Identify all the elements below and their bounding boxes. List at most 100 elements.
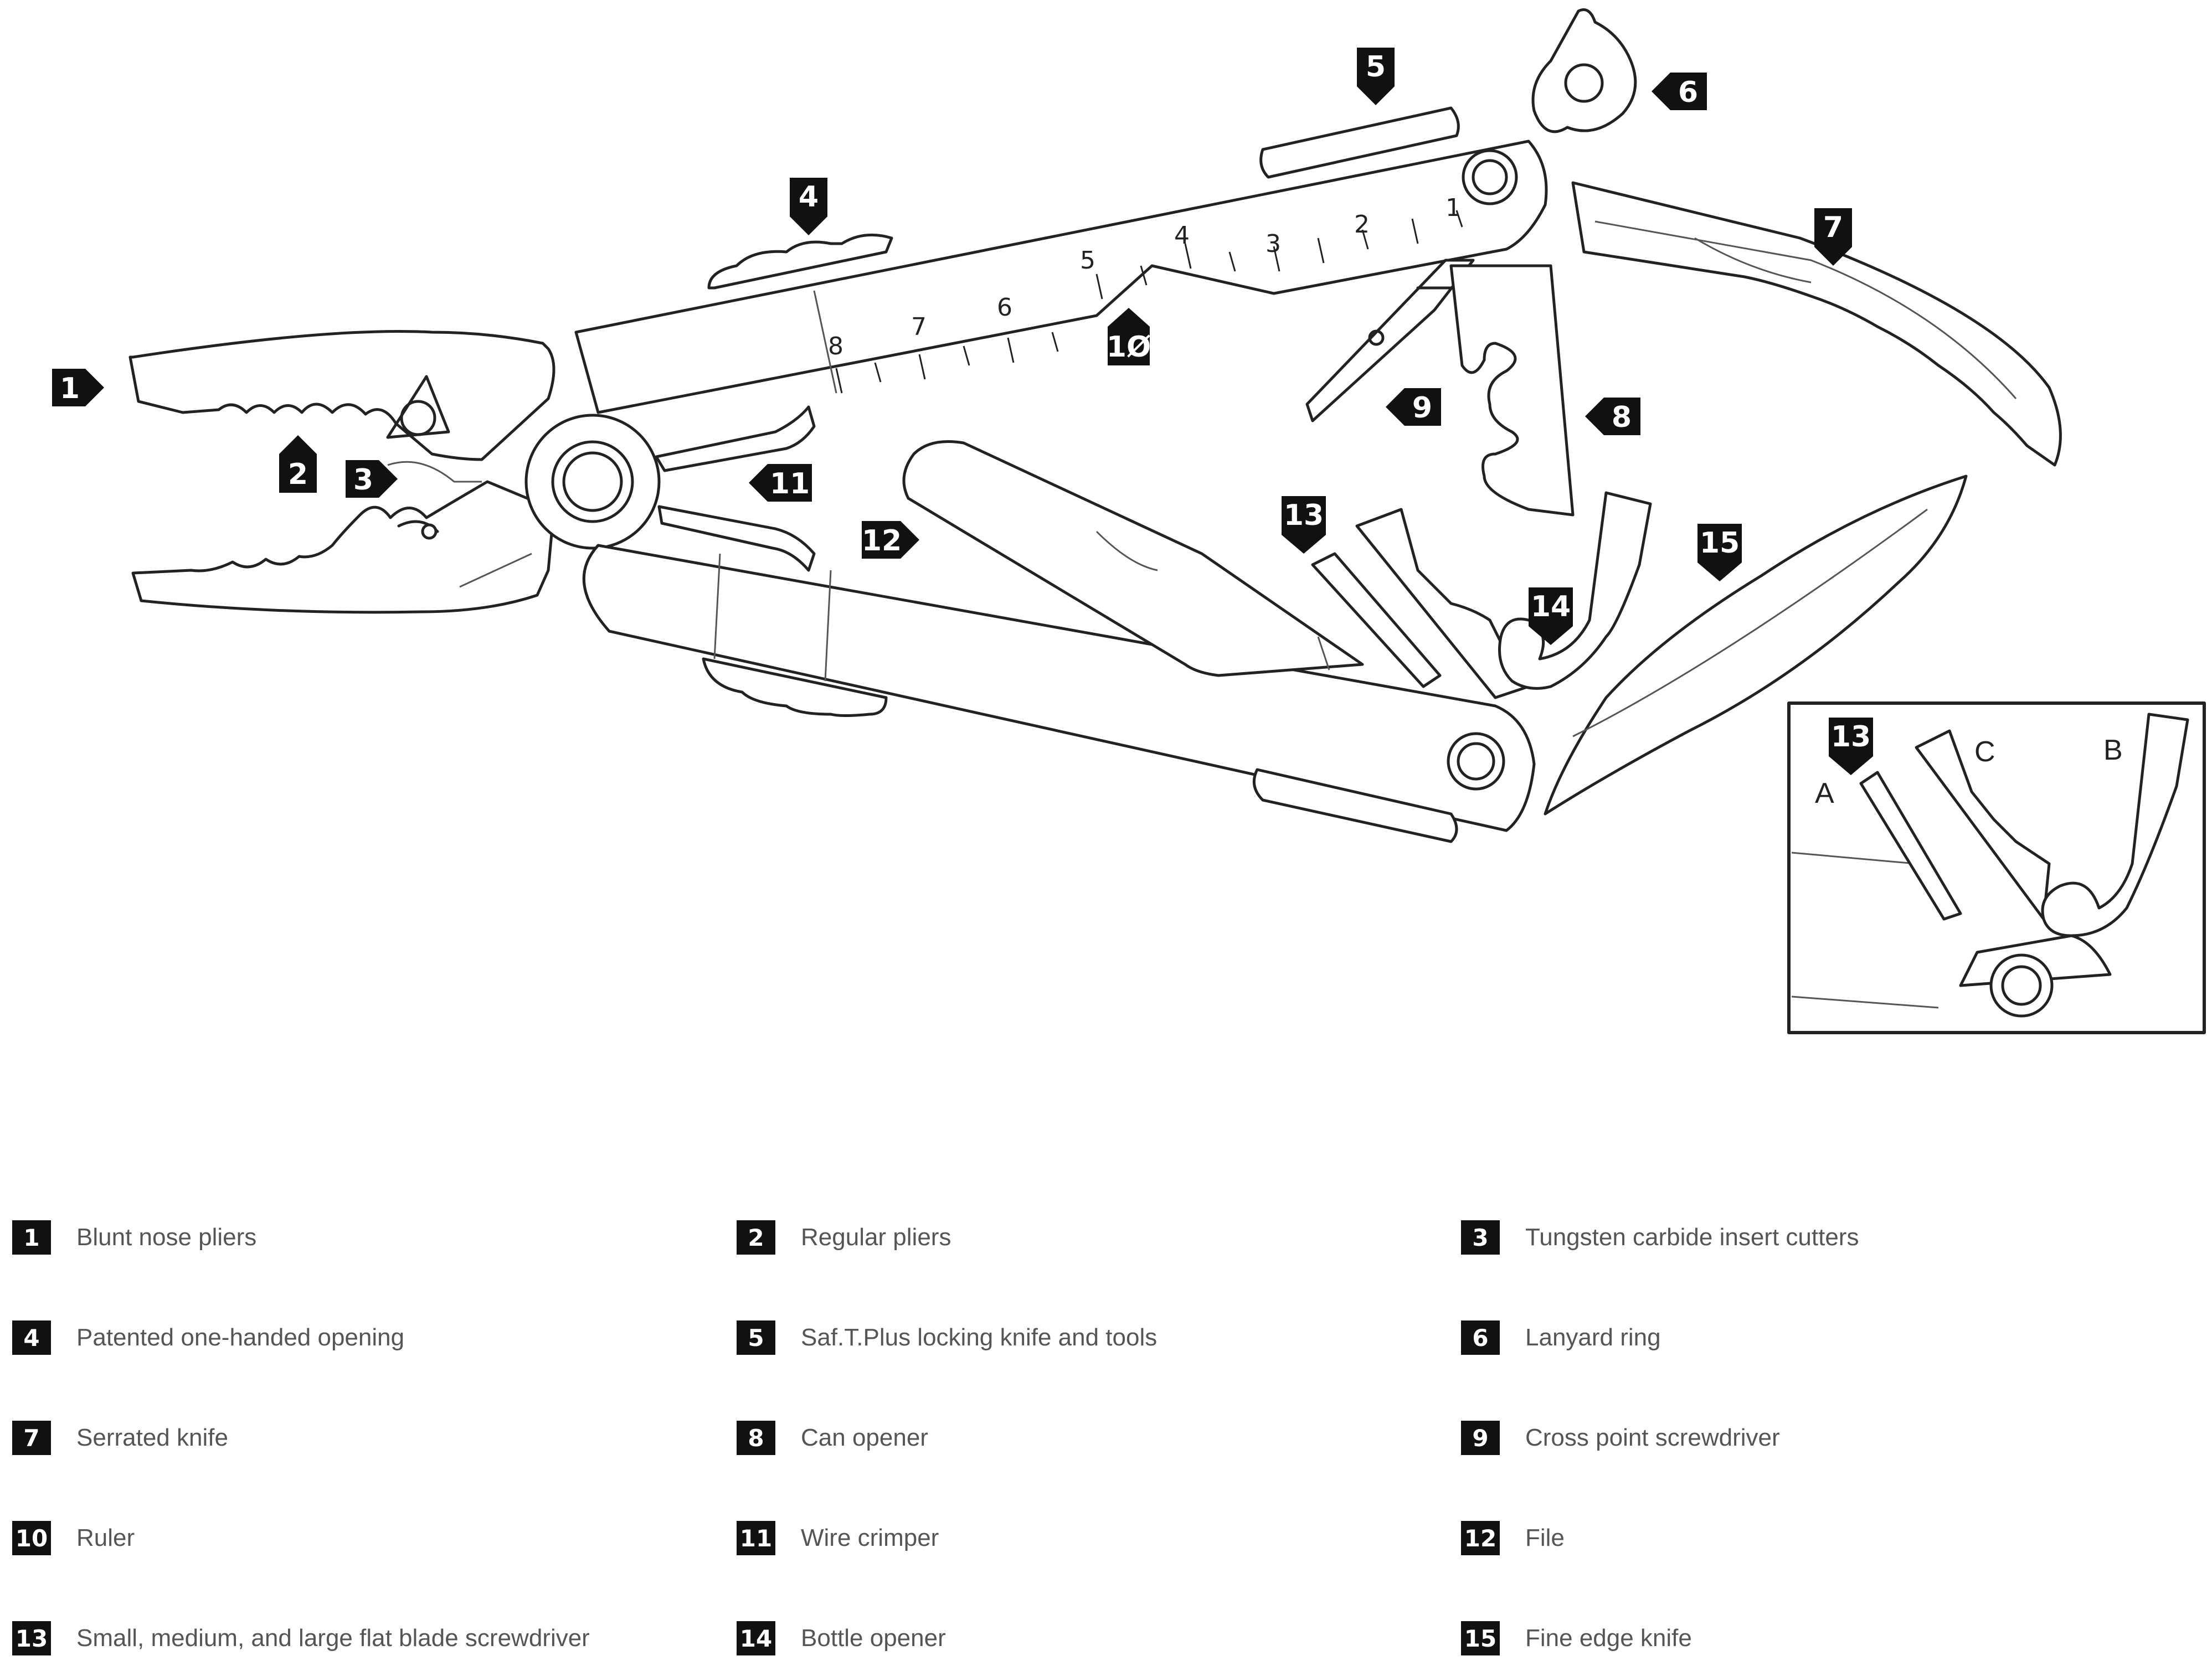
legend-label: Regular pliers	[801, 1224, 951, 1251]
can-opener	[1449, 264, 1575, 517]
ruler-mark-7: 7	[911, 313, 927, 341]
ruler-mark-3: 3	[1266, 230, 1281, 258]
ruler-mark-1: 1	[1445, 194, 1461, 222]
legend-badge: 4	[12, 1320, 51, 1355]
legend-label: Serrated knife	[76, 1424, 228, 1451]
legend-item-13: 13 Small, medium, and large flat blade s…	[12, 1619, 590, 1658]
legend: 1 Blunt nose pliers 4 Patented one-hande…	[0, 1201, 2212, 1655]
legend-label: Blunt nose pliers	[76, 1224, 257, 1251]
legend-item-8: 8 Can opener	[737, 1418, 928, 1457]
legend-label: Small, medium, and large flat blade scre…	[76, 1624, 590, 1652]
legend-item-9: 9 Cross point screwdriver	[1461, 1418, 1780, 1457]
ruler-mark-6: 6	[997, 293, 1012, 322]
ruler-mark-2: 2	[1354, 210, 1370, 239]
callout-2: 2	[279, 435, 317, 493]
lanyard-ring	[1531, 8, 1637, 133]
legend-item-6: 6 Lanyard ring	[1461, 1318, 1661, 1357]
callout-5: 5	[1357, 48, 1395, 105]
svg-text:13: 13	[1831, 720, 1871, 754]
serrated-knife-blade	[1571, 181, 2062, 467]
inset-letter-a: A	[1815, 777, 1834, 809]
legend-item-2: 2 Regular pliers	[737, 1218, 951, 1257]
legend-label: Cross point screwdriver	[1525, 1424, 1780, 1451]
legend-badge: 12	[1461, 1521, 1500, 1555]
multitool-illustration: 1 2 3 4 5 6 7 8	[52, 8, 2206, 1034]
callout-12: 12	[862, 521, 919, 559]
legend-item-10: 10 Ruler	[12, 1519, 135, 1557]
legend-badge: 10	[12, 1521, 51, 1555]
svg-text:1: 1	[60, 372, 80, 405]
svg-text:2: 2	[288, 458, 308, 491]
callout-3: 3	[346, 460, 398, 498]
callout-15: 15	[1697, 524, 1742, 581]
legend-label: Patented one-handed opening	[76, 1324, 405, 1351]
cross-point-screwdriver	[1305, 259, 1475, 422]
svg-text:12: 12	[862, 524, 902, 558]
legend-badge: 15	[1461, 1621, 1500, 1655]
svg-text:3: 3	[353, 463, 373, 497]
fine-edge-knife-blade	[1544, 474, 1968, 816]
svg-text:11: 11	[770, 467, 810, 501]
legend-label: Lanyard ring	[1525, 1324, 1661, 1351]
file-blade	[902, 440, 1364, 677]
callout-1: 1	[52, 369, 104, 406]
legend-badge: 9	[1461, 1421, 1500, 1455]
svg-text:13: 13	[1284, 499, 1324, 532]
legend-label: Can opener	[801, 1424, 928, 1451]
legend-label: Fine edge knife	[1525, 1624, 1692, 1652]
callout-13: 13	[1282, 496, 1326, 554]
svg-text:1Ø: 1Ø	[1107, 331, 1151, 364]
inset-letter-b: B	[2103, 734, 2123, 766]
callout-14: 14	[1529, 587, 1573, 645]
svg-text:4: 4	[799, 180, 819, 214]
legend-badge: 6	[1461, 1320, 1500, 1355]
callout-10: 1Ø	[1107, 308, 1151, 365]
callout-6: 6	[1652, 73, 1707, 110]
ruler-mark-8: 8	[828, 332, 843, 360]
legend-item-7: 7 Serrated knife	[12, 1418, 228, 1457]
legend-label: File	[1525, 1524, 1565, 1551]
ruler-mark-5: 5	[1080, 246, 1095, 275]
callout-11: 11	[749, 464, 812, 502]
legend-label: Ruler	[76, 1524, 135, 1551]
legend-item-1: 1 Blunt nose pliers	[12, 1218, 256, 1257]
legend-label: Bottle opener	[801, 1624, 946, 1652]
legend-badge: 11	[737, 1521, 775, 1555]
callout-9: 9	[1386, 388, 1441, 426]
legend-badge: 7	[12, 1421, 51, 1455]
pliers-jaws	[128, 329, 555, 614]
legend-badge: 14	[737, 1621, 775, 1655]
legend-item-3: 3 Tungsten carbide insert cutters	[1461, 1218, 1859, 1257]
legend-badge: 13	[12, 1621, 51, 1655]
legend-item-5: 5 Saf.T.Plus locking knife and tools	[737, 1318, 1157, 1357]
central-pivot	[524, 414, 661, 550]
legend-item-4: 4 Patented one-handed opening	[12, 1318, 404, 1357]
callout-8: 8	[1585, 398, 1640, 435]
legend-label: Wire crimper	[801, 1524, 939, 1551]
callout-7: 7	[1814, 208, 1852, 266]
legend-label: Saf.T.Plus locking knife and tools	[801, 1324, 1158, 1351]
inset-screwdriver-detail: A B C	[1787, 701, 2206, 1034]
legend-badge: 3	[1461, 1220, 1500, 1255]
lower-handle	[582, 544, 1536, 843]
legend-item-15: 15 Fine edge knife	[1461, 1619, 1692, 1658]
svg-text:14: 14	[1531, 590, 1571, 623]
svg-text:15: 15	[1700, 527, 1740, 560]
callout-4: 4	[790, 178, 827, 235]
svg-text:7: 7	[1823, 211, 1843, 244]
legend-item-12: 12 File	[1461, 1519, 1565, 1557]
ruler-ticks	[835, 210, 1463, 394]
inset-callout-13: 13	[1829, 718, 1873, 775]
legend-item-11: 11 Wire crimper	[737, 1519, 939, 1557]
svg-text:6: 6	[1678, 76, 1698, 109]
legend-label: Tungsten carbide insert cutters	[1525, 1224, 1859, 1251]
legend-badge: 1	[12, 1220, 51, 1255]
svg-text:5: 5	[1366, 50, 1386, 84]
legend-item-14: 14 Bottle opener	[737, 1619, 946, 1658]
legend-badge: 5	[737, 1320, 775, 1355]
wire-crimper-slot	[655, 405, 816, 472]
upper-handle: 1 2 3 4 5 6 7 8	[574, 106, 1548, 414]
ruler-mark-4: 4	[1174, 221, 1190, 250]
flat-screwdrivers	[1311, 491, 1652, 699]
